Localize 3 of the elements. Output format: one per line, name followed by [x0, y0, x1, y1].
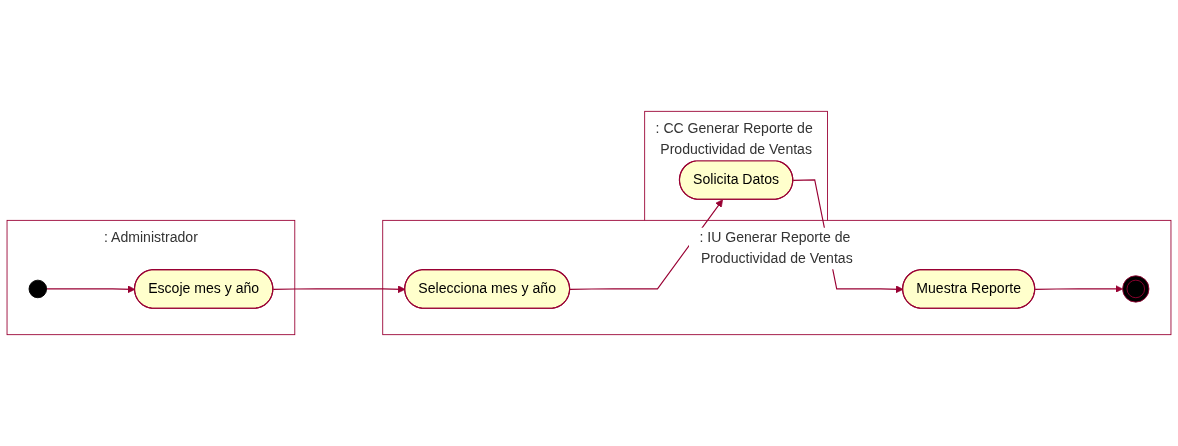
arrow	[1034, 285, 1123, 293]
node-circle	[1122, 275, 1150, 303]
node-circle	[28, 279, 48, 299]
